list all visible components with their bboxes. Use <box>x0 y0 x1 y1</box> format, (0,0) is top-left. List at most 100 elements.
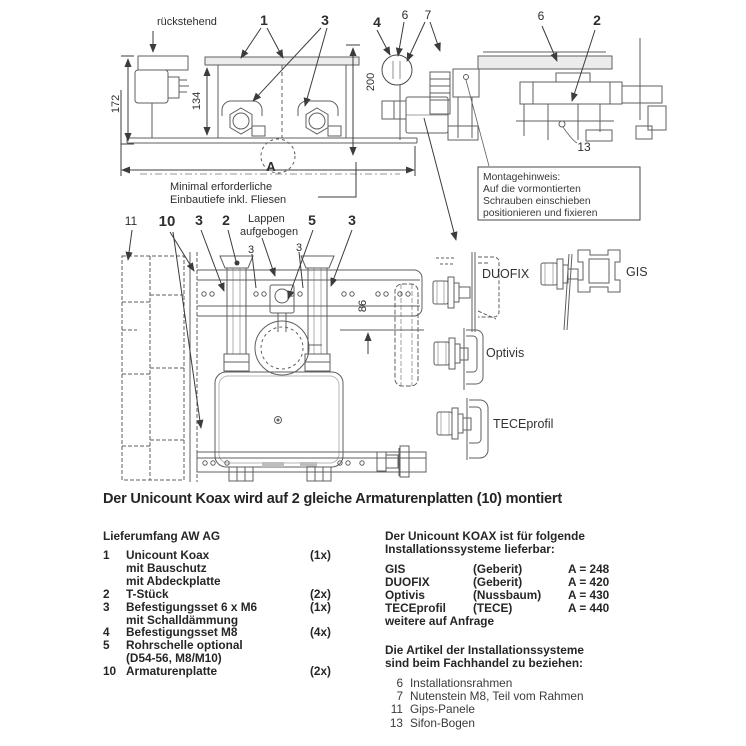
part-name: Gips-Panele <box>410 702 475 717</box>
part-name: Sifon-Bogen <box>410 715 475 730</box>
system-brand: (Nussbaum) <box>473 588 542 602</box>
item-text: Armaturenplatte <box>126 664 218 679</box>
label-optivis: Optivis <box>486 346 524 360</box>
section-view-drawing <box>126 54 449 174</box>
item-text: (D54-56, M8/M10) <box>126 651 222 666</box>
system-dim: A = 248 <box>568 562 610 576</box>
teceprofil-detail <box>436 398 489 460</box>
list-item: 3 Befestigungsset 6 x M6 (1x) <box>103 599 403 614</box>
list-item: 2 T-Stück (2x) <box>103 586 403 601</box>
label-duofix: DUOFIX <box>482 267 530 281</box>
front-view-drawing <box>121 252 427 482</box>
label-gis: GIS <box>626 265 648 279</box>
item-qty: (1x) <box>310 548 331 562</box>
system-dim: A = 430 <box>568 588 610 602</box>
system-name: Optivis <box>385 588 425 602</box>
dim-134: 134 <box>191 92 203 110</box>
system-dim: A = 420 <box>568 575 610 589</box>
callout-3: 3 <box>321 12 329 28</box>
diagram-labels: rückstehend 1 3 4 6 7 172 134 200 A Mini… <box>110 8 648 431</box>
dealer-note: Die Artikel der Installationssysteme sin… <box>385 644 735 670</box>
callout-small-3b: 3 <box>296 242 302 254</box>
upper-mounting-plate <box>197 269 423 317</box>
systems-section: Der Unicount KOAX ist für folgende Insta… <box>385 530 735 730</box>
item-qty: (2x) <box>310 586 331 601</box>
item-num <box>103 562 126 575</box>
dim-86: 86 <box>357 300 369 312</box>
system-row: DUOFIX (Geberit) A = 420 <box>385 576 735 589</box>
system-name: GIS <box>385 562 406 576</box>
lower-mounting-plate <box>196 451 427 473</box>
dimension-lines <box>120 21 596 429</box>
item-qty: (1x) <box>310 599 331 614</box>
item-num: 2 <box>103 586 110 601</box>
systems-intro-1: Der Unicount KOAX ist für folgende <box>385 529 585 543</box>
hint-line-3: Schrauben einschieben <box>483 196 591 207</box>
hint-line-2: Auf die vormontierten <box>483 184 581 195</box>
list-item: mit Schalldämmung <box>103 613 403 627</box>
technical-diagram: rückstehend 1 3 4 6 7 172 134 200 A Mini… <box>110 8 667 482</box>
callout-2b: 2 <box>593 12 601 28</box>
gips-panel <box>121 255 185 481</box>
system-detail-drawings <box>432 249 621 460</box>
list-item: 10 Armaturenplatte (2x) <box>103 665 403 678</box>
system-dim: A = 440 <box>568 601 610 615</box>
side-view-drawing <box>429 38 667 221</box>
callout-3b: 3 <box>348 212 356 228</box>
callout-5: 5 <box>308 212 316 228</box>
item-text: Befestigungsset 6 x M6 <box>126 599 258 614</box>
system-brand: (TECE) <box>473 601 513 615</box>
callout-3a: 3 <box>195 212 203 228</box>
callout-2c: 2 <box>222 212 230 228</box>
item-qty: (2x) <box>310 664 331 679</box>
koax-connection <box>254 320 310 376</box>
part-num: 13 <box>389 715 403 730</box>
scope-of-delivery-section: Lieferumfang AW AG 1 Unicount Koax (1x) mi… <box>103 530 403 678</box>
item-qty: (4x) <box>310 625 331 640</box>
list-item: (D54-56, M8/M10) <box>103 652 403 665</box>
part-row: 13 Sifon-Bogen <box>385 715 735 730</box>
system-brand: (Geberit) <box>473 562 523 576</box>
systems-more: weitere auf Anfrage <box>385 614 495 628</box>
callout-10: 10 <box>159 213 176 230</box>
item-num: 3 <box>103 599 110 614</box>
system-row: TECEprofil(TECE)A = 440 <box>385 602 735 615</box>
dim-200: 200 <box>365 73 377 91</box>
system-name: DUOFIX <box>385 575 430 589</box>
list-item: 1 Unicount Koax (1x) <box>103 549 403 562</box>
item-num <box>103 575 126 588</box>
part-row: 7 Nutenstein M8, Teil vom Rahmen <box>385 689 735 703</box>
item-text: Rohrschelle optional <box>126 638 243 653</box>
part-num: 7 <box>396 689 403 703</box>
gis-detail <box>540 249 621 331</box>
callout-1: 1 <box>260 12 268 28</box>
dealer-note-2: sind beim Fachhandel zu beziehen: <box>385 655 583 670</box>
label-rueckstehend: rückstehend <box>157 16 217 28</box>
hint-line-4: positionieren und fixieren <box>483 208 598 219</box>
item-num: 5 <box>103 638 110 653</box>
system-brand: (Geberit) <box>473 575 523 589</box>
dim-172: 172 <box>110 95 122 113</box>
item-text: mit Bauschutz <box>126 560 207 575</box>
dealer-note-1: Die Artikel der Installationssysteme <box>385 643 584 657</box>
item-num: 1 <box>103 548 110 562</box>
item-num: 4 <box>103 625 110 640</box>
callout-13: 13 <box>577 140 591 154</box>
montagehinweis-box <box>477 166 641 221</box>
item-text: Unicount Koax <box>126 548 210 562</box>
label-lappen-2: aufgebogen <box>240 226 298 238</box>
item-text: T-Stück <box>126 586 169 601</box>
callout-11: 11 <box>125 214 138 228</box>
scope-title: Lieferumfang AW AG <box>103 529 221 543</box>
callout-6b: 6 <box>538 9 545 23</box>
item-text: mit Abdeckplatte <box>126 573 221 588</box>
list-item: mit Abdeckplatte <box>103 573 403 588</box>
part-name: Nutenstein M8, Teil vom Rahmen <box>410 689 584 703</box>
callout-6: 6 <box>402 8 409 22</box>
list-item: 5 Rohrschelle optional <box>103 639 403 652</box>
item-num: 10 <box>103 664 117 679</box>
